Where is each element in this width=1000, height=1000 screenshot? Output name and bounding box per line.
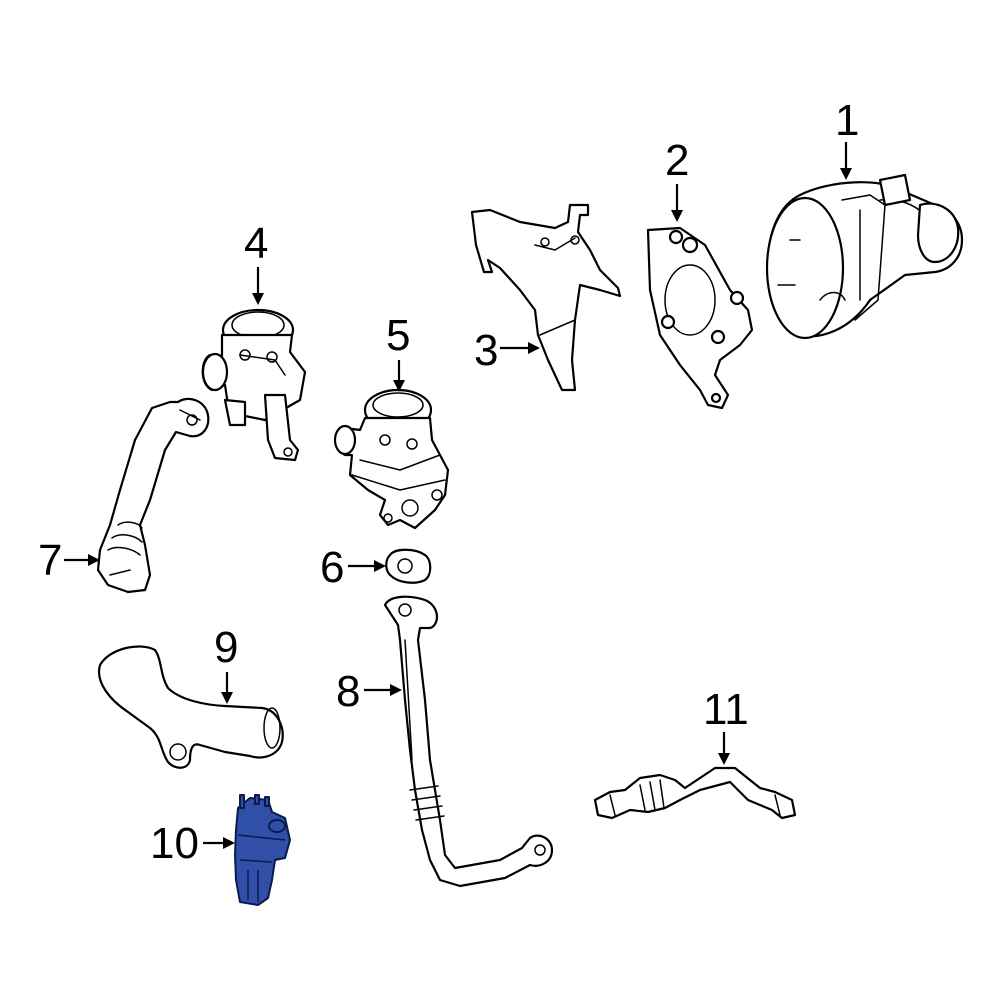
- arrowhead-10: [223, 837, 235, 849]
- part-10-highlighted-part[interactable]: [234, 794, 291, 906]
- part-4-valve[interactable]: [201, 308, 307, 462]
- part-3-mounting-bracket[interactable]: [470, 203, 622, 392]
- callout-8: 8: [336, 667, 360, 716]
- callout-10: 10: [150, 819, 199, 868]
- arrowhead-9: [221, 692, 233, 704]
- callout-5: 5: [386, 311, 410, 360]
- arrowhead-4: [252, 293, 264, 305]
- callout-3: 3: [474, 326, 498, 375]
- arrowhead-5: [393, 380, 405, 392]
- arrowhead-11: [718, 753, 730, 765]
- part-7-pipe[interactable]: [96, 397, 210, 594]
- part-5-valve[interactable]: [333, 388, 450, 530]
- arrowhead-6: [374, 560, 386, 572]
- part-6-gasket[interactable]: [385, 548, 432, 584]
- callout-4: 4: [244, 219, 268, 268]
- callout-9: 9: [214, 623, 238, 672]
- arrowhead-7: [88, 554, 100, 566]
- callout-2: 2: [665, 136, 689, 185]
- callout-6: 6: [320, 543, 344, 592]
- arrowhead-1: [840, 168, 852, 180]
- callout-1: 1: [835, 96, 859, 145]
- part-1-air-pump[interactable]: [765, 173, 964, 340]
- part-11-sensor[interactable]: [593, 766, 797, 820]
- arrowhead-2: [671, 210, 683, 222]
- callout-11: 11: [703, 685, 749, 734]
- arrowhead-8: [390, 684, 402, 696]
- part-9-hose[interactable]: [97, 645, 284, 769]
- callout-7: 7: [38, 536, 62, 585]
- arrowhead-3: [528, 342, 540, 354]
- part-8-pipe[interactable]: [383, 595, 554, 888]
- part-2-bracket[interactable]: [646, 226, 754, 410]
